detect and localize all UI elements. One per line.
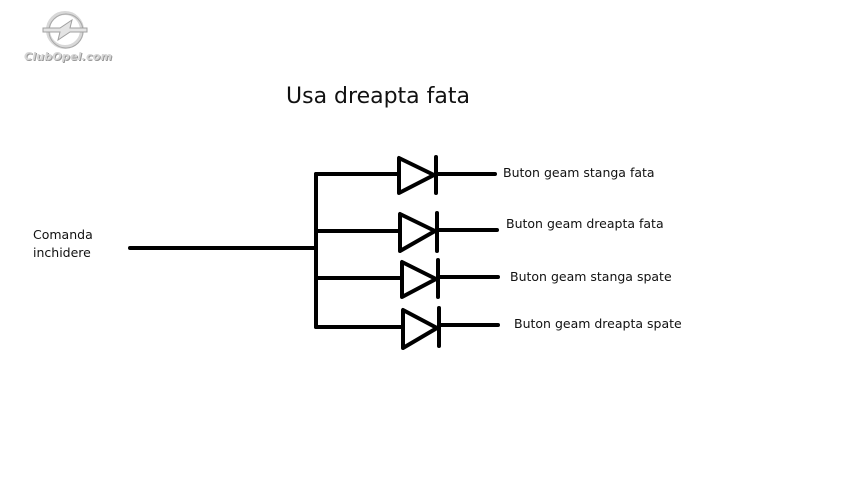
watermark: ClubOpel.com (10, 6, 120, 68)
output-label-dreapta-fata: Buton geam dreapta fata (506, 216, 664, 231)
branch-3 (314, 258, 500, 299)
diagram-title: Usa dreapta fata (286, 84, 470, 109)
output-label-dreapta-spate: Buton geam dreapta spate (514, 316, 682, 331)
output-label-stanga-fata: Buton geam stanga fata (503, 165, 655, 180)
diode-1-icon (397, 156, 436, 195)
diode-3-icon (400, 260, 438, 299)
input-label-line1: Comanda (33, 227, 93, 242)
branch-4 (314, 306, 500, 350)
diode-4-icon (401, 308, 439, 350)
input-label: Comanda inchidere (33, 226, 123, 262)
opel-logo-icon (42, 11, 88, 49)
input-label-line2: inchidere (33, 245, 91, 260)
diode-2-icon (398, 212, 437, 253)
output-label-stanga-spate: Buton geam stanga spate (510, 269, 672, 284)
branch-2 (314, 211, 499, 253)
branch-1 (314, 155, 497, 195)
watermark-text: ClubOpel.com (24, 50, 113, 63)
